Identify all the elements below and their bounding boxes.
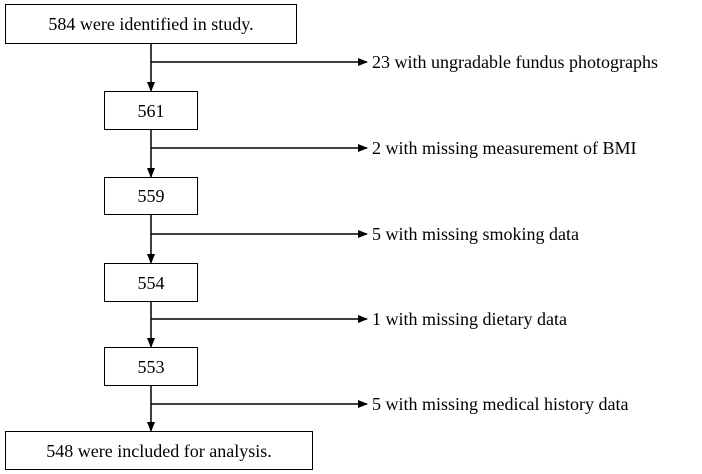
remaining-box-3: 554 <box>104 263 198 302</box>
start-box: 584 were identified in study. <box>5 4 297 44</box>
remaining-box-2: 559 <box>104 177 198 215</box>
exclusion-note-3: 5 with missing smoking data <box>372 224 579 244</box>
final-box: 548 were included for analysis. <box>5 431 313 470</box>
exclusion-note-2: 2 with missing measurement of BMI <box>372 138 637 158</box>
exclusion-note-5: 5 with missing medical history data <box>372 394 629 414</box>
exclusion-note-4: 1 with missing dietary data <box>372 309 567 329</box>
exclusion-note-1: 23 with ungradable fundus photographs <box>372 52 658 72</box>
remaining-box-4: 553 <box>104 347 198 386</box>
remaining-box-1: 561 <box>104 91 198 130</box>
